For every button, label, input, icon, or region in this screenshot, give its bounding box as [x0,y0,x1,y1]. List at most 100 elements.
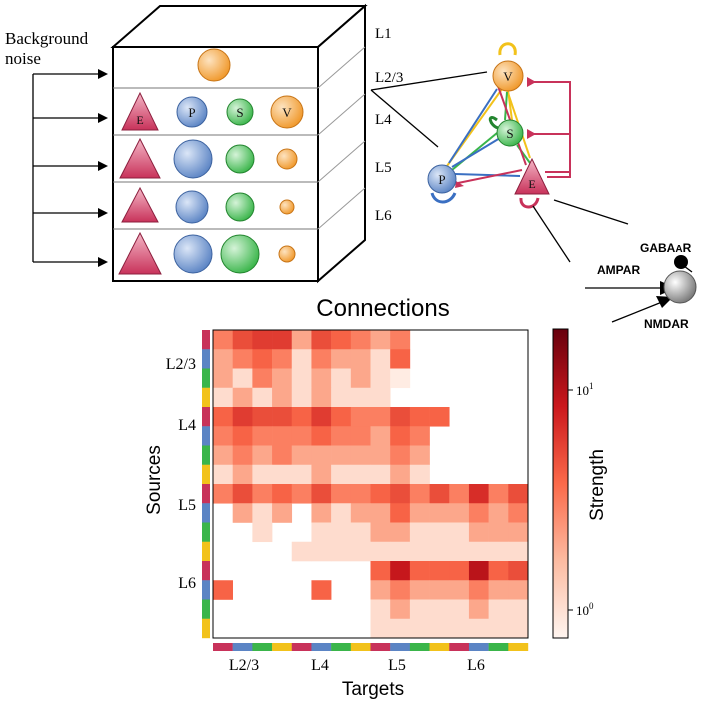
heatmap-cell-0-3 [272,330,293,350]
heatmap-cell-1-8 [370,349,391,369]
heatmap-cell-5-4 [291,426,312,446]
heatmap-cell-6-3 [272,445,293,466]
heatmap-cell-9-12 [449,503,470,523]
col-strip-cell-1 [232,643,253,651]
heatmap-cell-10-2 [252,522,273,543]
l1-v-cell [197,48,231,82]
heatmap-cell-13-14 [488,580,509,600]
heatmap-cell-10-11 [429,522,450,543]
heatmap-cell-0-5 [311,330,332,350]
synapse-diagram: GABAAR AMPAR NMDAR [585,241,697,331]
motif-p-node [427,164,457,194]
col-strip-cell-11 [429,643,450,651]
heatmap-cell-5-3 [272,426,293,446]
heatmap-cell-3-4 [291,387,312,408]
heatmap-cell-2-2 [252,368,273,389]
heatmap-cell-15-9 [390,618,411,639]
heatmap-cell-8-15 [508,484,529,504]
heatmap-cell-8-11 [429,484,450,504]
heatmap-cell-11-15 [508,541,529,562]
y-group-label-l6: L6 [178,575,196,592]
heatmap-cell-8-6 [331,484,352,504]
heatmap-cell-7-7 [350,464,371,485]
l23-v-cell [270,95,304,129]
heatmap-cell-8-12 [449,484,470,504]
col-strip-cell-0 [213,643,233,651]
heatmap-cell-15-13 [468,618,489,639]
l23-p-cell [176,96,208,128]
motif-p-label: P [438,172,445,187]
heatmap-cell-11-7 [350,541,371,562]
heatmap-cell-6-2 [252,445,273,466]
heatmap-cell-11-4 [291,541,312,562]
connections-chart: Connections Sources Targets L2/3 L4 L5 L… [144,295,608,700]
heatmap-cell-12-11 [429,561,450,581]
heatmap-cell-3-5 [311,387,332,408]
heatmap-cell-6-8 [370,445,391,466]
row-strip-cell-2 [202,368,210,388]
heatmap-cell-4-1 [232,407,253,427]
heatmap-cell-3-6 [331,387,352,408]
motif-e-label: E [528,177,535,191]
l5-p-cell [175,190,209,224]
column-side-face [317,3,366,284]
row-strip-cell-1 [202,349,210,369]
heatmap-cell-5-8 [370,426,391,446]
heatmap-cell-13-13 [468,580,489,600]
background-label-line2: noise [5,49,41,68]
col-strip-cell-2 [252,643,273,651]
heatmap-cell-2-8 [370,368,391,389]
col-strip-cell-13 [468,643,489,651]
heatmap-cell-12-12 [449,561,470,581]
heatmap-cell-4-4 [291,407,312,427]
motif-arrowheads [455,77,536,188]
heatmap-cell-6-9 [390,445,411,466]
heatmap-cell-0-6 [331,330,352,350]
heatmap-cell-6-4 [291,445,312,466]
heatmap-cell-11-5 [311,541,332,562]
heatmap-cell-7-4 [291,464,312,485]
heatmap-cell-10-8 [370,522,391,543]
heatmap-cell-1-4 [291,349,312,369]
col-strip-cell-8 [370,643,391,651]
x-group-label-l4: L4 [311,657,329,674]
heatmap-cell-11-14 [488,541,509,562]
heatmap-cell-12-10 [409,561,430,581]
heatmap-cell-9-7 [350,503,371,523]
heatmap-cell-3-1 [232,387,253,408]
heatmap-cell-8-8 [370,484,391,504]
heatmap-cell-5-1 [232,426,253,446]
heatmap-cell-1-5 [311,349,332,369]
y-group-label-l23: L2/3 [166,356,196,373]
heatmap-cell-3-2 [252,387,273,408]
col-strip-cell-14 [488,643,509,651]
motif-s-label: S [506,126,513,141]
col-strip-cell-15 [508,643,529,651]
heatmap-cell-2-9 [390,368,411,389]
heatmap-cell-6-6 [331,445,352,466]
heatmap-cell-14-8 [370,599,391,620]
heatmap-cell-15-8 [370,618,391,639]
heatmap-cell-3-7 [350,387,371,408]
heatmap-cell-6-7 [350,445,371,466]
heatmap-cell-9-2 [252,503,273,523]
heatmap-cell-4-9 [390,407,411,427]
heatmap-cell-4-2 [252,407,273,427]
heatmap-cell-14-9 [390,599,411,620]
l23-p-label: P [188,105,195,120]
x-group-label-l23: L2/3 [229,657,259,674]
heatmap-cell-10-10 [409,522,430,543]
heatmap-cell-1-0 [213,349,233,369]
heatmap-cell-3-8 [370,387,391,408]
heatmap-cell-10-9 [390,522,411,543]
heatmap-cell-8-14 [488,484,509,504]
heatmap-cell-5-2 [252,426,273,446]
heatmap-cell-4-0 [213,407,233,427]
heatmap-cell-4-10 [409,407,430,427]
motif-v-label: V [503,69,513,84]
l5-e-cell [121,186,159,223]
col-strip-cell-6 [331,643,352,651]
x-axis-label: Targets [342,679,404,700]
l23-e-cell [121,91,159,131]
heatmap-cell-4-11 [429,407,450,427]
